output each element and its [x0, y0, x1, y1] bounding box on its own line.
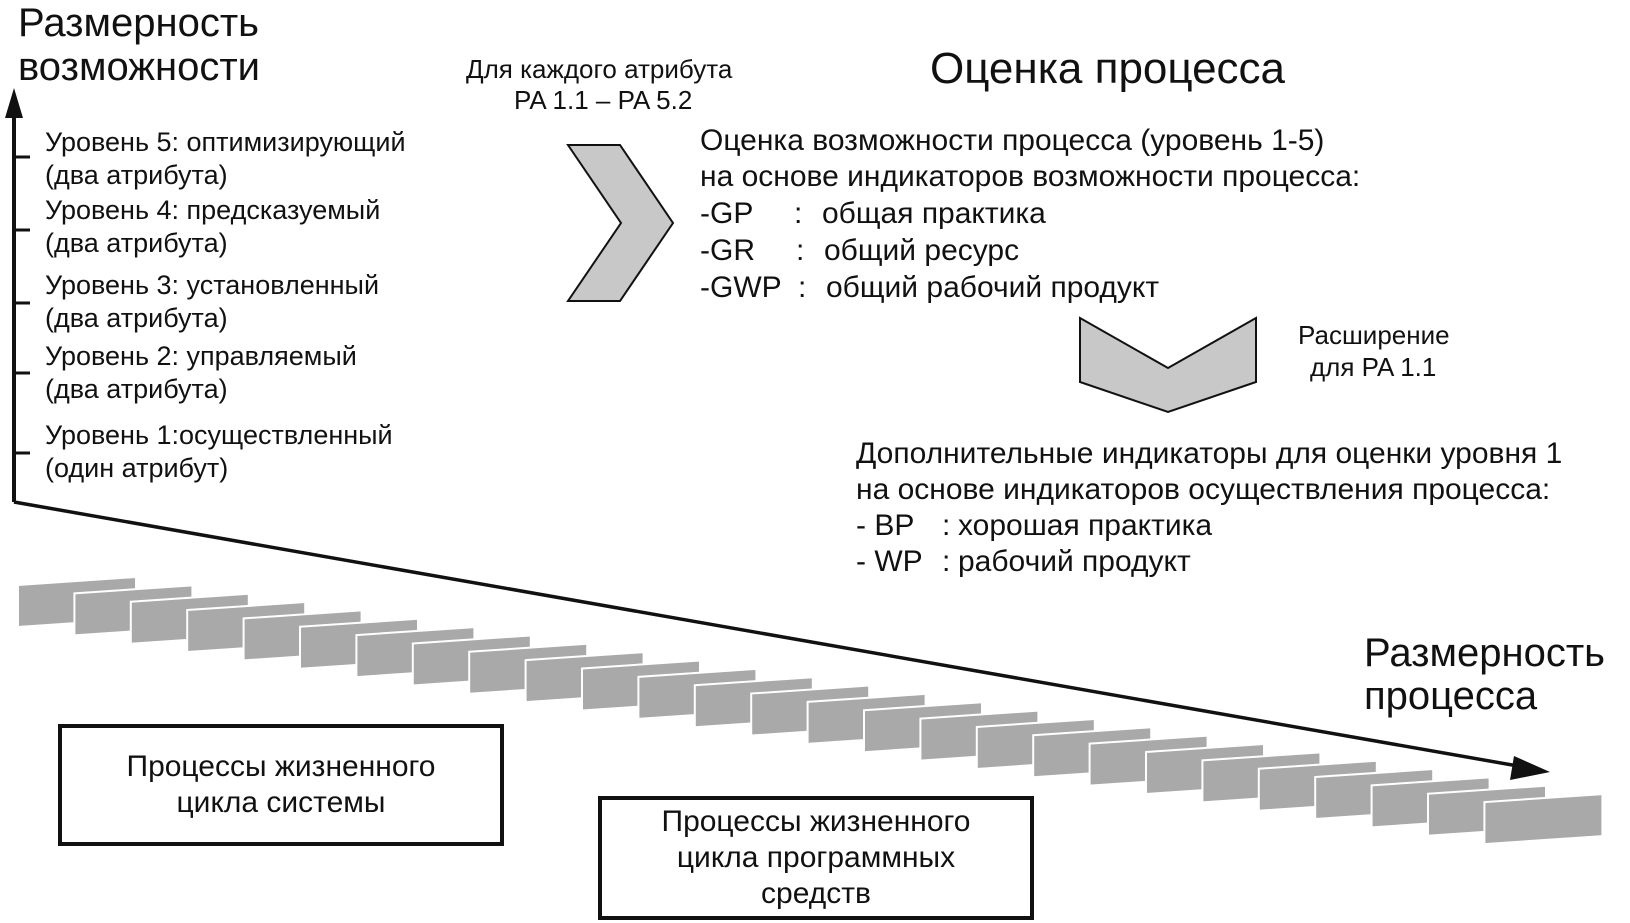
chevron-down-icon	[1079, 316, 1257, 414]
additional-indicators-line2: на основе индикаторов осуществления проц…	[856, 473, 1551, 506]
capability-assessment-line1: Оценка возможности процесса (уровень 1-5…	[700, 124, 1325, 157]
extension-line1: Расширение	[1298, 320, 1450, 350]
gwp-sep: :	[798, 271, 807, 304]
level-1-title: Уровень 1:осуществленный	[45, 420, 393, 450]
software-lifecycle-box: Процессы жизненного цикла программных ср…	[598, 796, 1034, 920]
gwp-code: -GWP	[700, 271, 782, 304]
process-axis-arrowhead	[1510, 756, 1550, 780]
assessment-title: Оценка процесса	[930, 44, 1286, 93]
process-axis-line	[13, 500, 1519, 768]
software-lifecycle-text: Процессы жизненного цикла программных ср…	[661, 805, 971, 910]
capability-axis-arrowhead	[5, 88, 23, 118]
additional-indicators-line1: Дополнительные индикаторы для оценки уро…	[856, 437, 1563, 470]
process-block	[1483, 793, 1604, 846]
process-blocks	[17, 575, 1604, 846]
level-1-note: (один атрибут)	[45, 453, 229, 483]
capability-assessment-line2: на основе индикаторов возможности процес…	[700, 160, 1361, 193]
chevron-right-icon	[566, 144, 675, 302]
bp-sep: :	[942, 509, 951, 542]
level-2-title: Уровень 2: управляемый	[45, 341, 357, 371]
gr-code: -GR	[700, 234, 755, 267]
wp-code: - WP	[856, 545, 923, 578]
gr-sep: :	[796, 234, 805, 267]
wp-text: рабочий продукт	[958, 545, 1191, 578]
level-3-title: Уровень 3: установленный	[45, 270, 380, 300]
level-3-note: (два атрибута)	[45, 303, 228, 333]
level-2-note: (два атрибута)	[45, 374, 228, 404]
gp-sep: :	[794, 197, 803, 230]
process-axis-label-2: процесса	[1364, 674, 1538, 718]
per-attribute-line1: Для каждого атрибута	[466, 54, 733, 84]
gr-text: общий ресурс	[824, 234, 1020, 267]
bp-text: хорошая практика	[958, 509, 1213, 542]
bp-code: - BP	[856, 509, 915, 542]
level-4-title: Уровень 4: предсказуемый	[45, 195, 381, 225]
system-lifecycle-text: Процессы жизненного цикла системы	[126, 750, 436, 819]
extension-line2: для PA 1.1	[1310, 352, 1437, 382]
per-attribute-line2: PA 1.1 – PA 5.2	[514, 85, 693, 115]
capability-axis-label-2: возможности	[18, 45, 260, 89]
gp-text: общая практика	[822, 197, 1046, 230]
system-lifecycle-box: Процессы жизненного цикла системы	[58, 724, 504, 846]
capability-axis-label-1: Размерность	[18, 1, 259, 45]
gp-code: -GP	[700, 197, 754, 230]
capability-axis-ticks	[14, 155, 30, 455]
gwp-text: общий рабочий продукт	[826, 271, 1160, 304]
level-4-note: (два атрибута)	[45, 228, 228, 258]
level-5-title: Уровень 5: оптимизирующий	[45, 127, 406, 157]
level-5-note: (два атрибута)	[45, 160, 228, 190]
process-axis-label-1: Размерность	[1364, 631, 1605, 675]
wp-sep: :	[942, 545, 951, 578]
